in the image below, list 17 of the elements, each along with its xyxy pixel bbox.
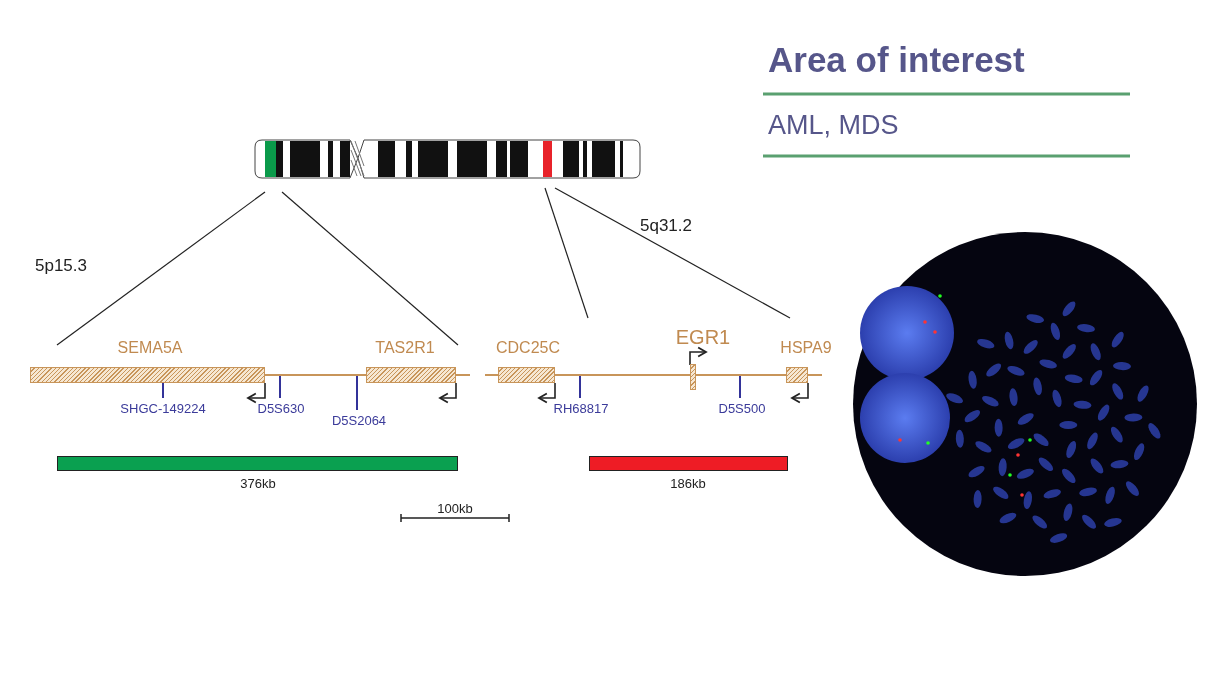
- band-label: 5q31.2: [640, 216, 692, 236]
- probe-label: D5S2064: [330, 414, 388, 429]
- probe-label: D5S500: [717, 402, 767, 417]
- gene-label: SEMA5A: [116, 339, 184, 358]
- probe-label: D5S630: [256, 402, 306, 417]
- probe-size-label: 186kb: [669, 477, 707, 492]
- gene-label: CDC25C: [495, 339, 561, 358]
- gene-label: EGR1: [674, 326, 732, 349]
- gene-label: TAS2R1: [374, 339, 436, 358]
- scale-label: 100kb: [436, 502, 474, 517]
- probe-label: SHGC-149224: [119, 402, 207, 417]
- gene-label: HSPA9: [779, 339, 833, 358]
- panel-heading: Area of interest: [768, 40, 1025, 81]
- panel-text: AML, MDS: [768, 110, 899, 142]
- band-label: 5p15.3: [35, 256, 87, 276]
- probe-size-label: 376kb: [239, 477, 277, 492]
- probe-label: RH68817: [552, 402, 610, 417]
